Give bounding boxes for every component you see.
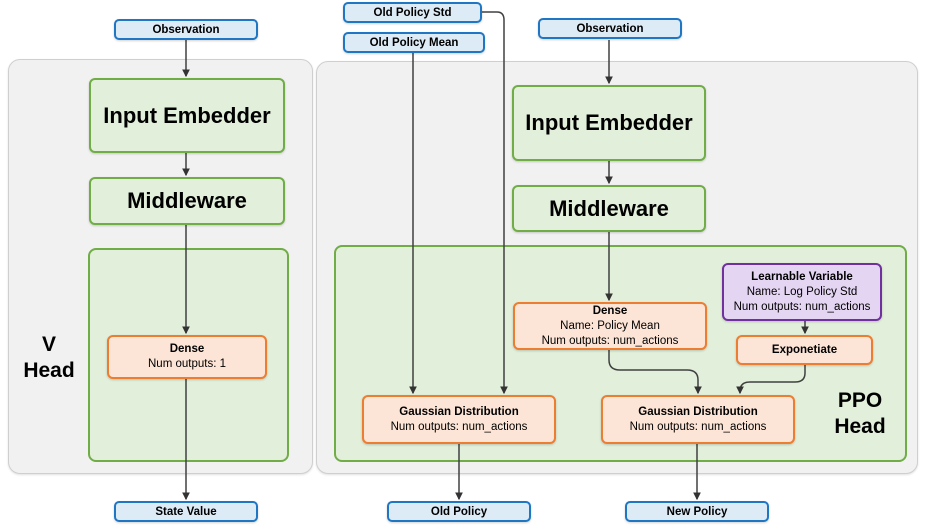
v-head-middleware[interactable]: Middleware	[89, 177, 285, 225]
gaussian-new-num-outputs: Num outputs: num_actions	[629, 420, 767, 433]
output-new-policy-label: New Policy	[666, 505, 728, 518]
v-head-input-embedder-label: Input Embedder	[103, 102, 271, 128]
ppo-head-middleware[interactable]: Middleware	[512, 185, 706, 232]
input-old-policy-mean[interactable]: Old Policy Mean	[343, 32, 485, 53]
ppo-head-gaussian-old[interactable]: Gaussian Distribution Num outputs: num_a…	[362, 395, 556, 444]
exponetiate-title: Exponetiate	[771, 343, 838, 356]
output-old-policy[interactable]: Old Policy	[387, 501, 531, 522]
dense-policy-mean-name: Name: Policy Mean	[560, 319, 660, 332]
ppo-head-dense-policy-mean[interactable]: Dense Name: Policy Mean Num outputs: num…	[513, 302, 707, 350]
gaussian-old-num-outputs: Num outputs: num_actions	[390, 420, 528, 433]
input-observation-left-label: Observation	[152, 23, 220, 36]
output-state-value-label: State Value	[155, 505, 217, 518]
gaussian-old-title: Gaussian Distribution	[399, 405, 519, 418]
input-observation-right-label: Observation	[576, 22, 644, 35]
learnable-variable-num-outputs: Num outputs: num_actions	[733, 300, 871, 313]
gaussian-new-title: Gaussian Distribution	[638, 405, 758, 418]
v-head-dense-num-outputs: Num outputs: 1	[148, 358, 226, 370]
ppo-head-input-embedder[interactable]: Input Embedder	[512, 85, 706, 161]
ppo-head-label-line1: PPO	[837, 389, 883, 412]
v-head-label: V Head	[14, 332, 84, 384]
ppo-head-middleware-label: Middleware	[549, 195, 669, 221]
v-head-label-line2: Head	[23, 359, 75, 382]
output-new-policy[interactable]: New Policy	[625, 501, 769, 522]
v-head-middleware-label: Middleware	[127, 188, 247, 213]
output-old-policy-label: Old Policy	[430, 505, 488, 518]
ppo-head-label-line2: Head	[834, 415, 886, 438]
ppo-head-gaussian-new[interactable]: Gaussian Distribution Num outputs: num_a…	[601, 395, 795, 444]
input-observation-right[interactable]: Observation	[538, 18, 682, 39]
dense-policy-mean-title: Dense	[592, 304, 628, 317]
input-observation-left[interactable]: Observation	[114, 19, 258, 40]
input-old-policy-std[interactable]: Old Policy Std	[343, 2, 482, 23]
v-head-dense-title: Dense	[169, 343, 205, 355]
v-head-input-embedder[interactable]: Input Embedder	[89, 78, 285, 153]
output-state-value[interactable]: State Value	[114, 501, 258, 522]
ppo-head-label: PPO Head	[820, 388, 900, 440]
learnable-variable-title: Learnable Variable	[751, 270, 853, 283]
learnable-variable-name: Name: Log Policy Std	[746, 285, 858, 298]
input-old-policy-std-label: Old Policy Std	[373, 6, 452, 19]
ppo-head-learnable-variable[interactable]: Learnable Variable Name: Log Policy Std …	[722, 263, 882, 321]
dense-policy-mean-num-outputs: Num outputs: num_actions	[541, 334, 679, 347]
ppo-head-input-embedder-label: Input Embedder	[525, 110, 693, 135]
v-head-dense[interactable]: Dense Num outputs: 1	[107, 335, 267, 379]
v-head-label-line1: V	[41, 333, 56, 356]
ppo-head-exponetiate[interactable]: Exponetiate	[736, 335, 873, 365]
input-old-policy-mean-label: Old Policy Mean	[369, 36, 459, 49]
